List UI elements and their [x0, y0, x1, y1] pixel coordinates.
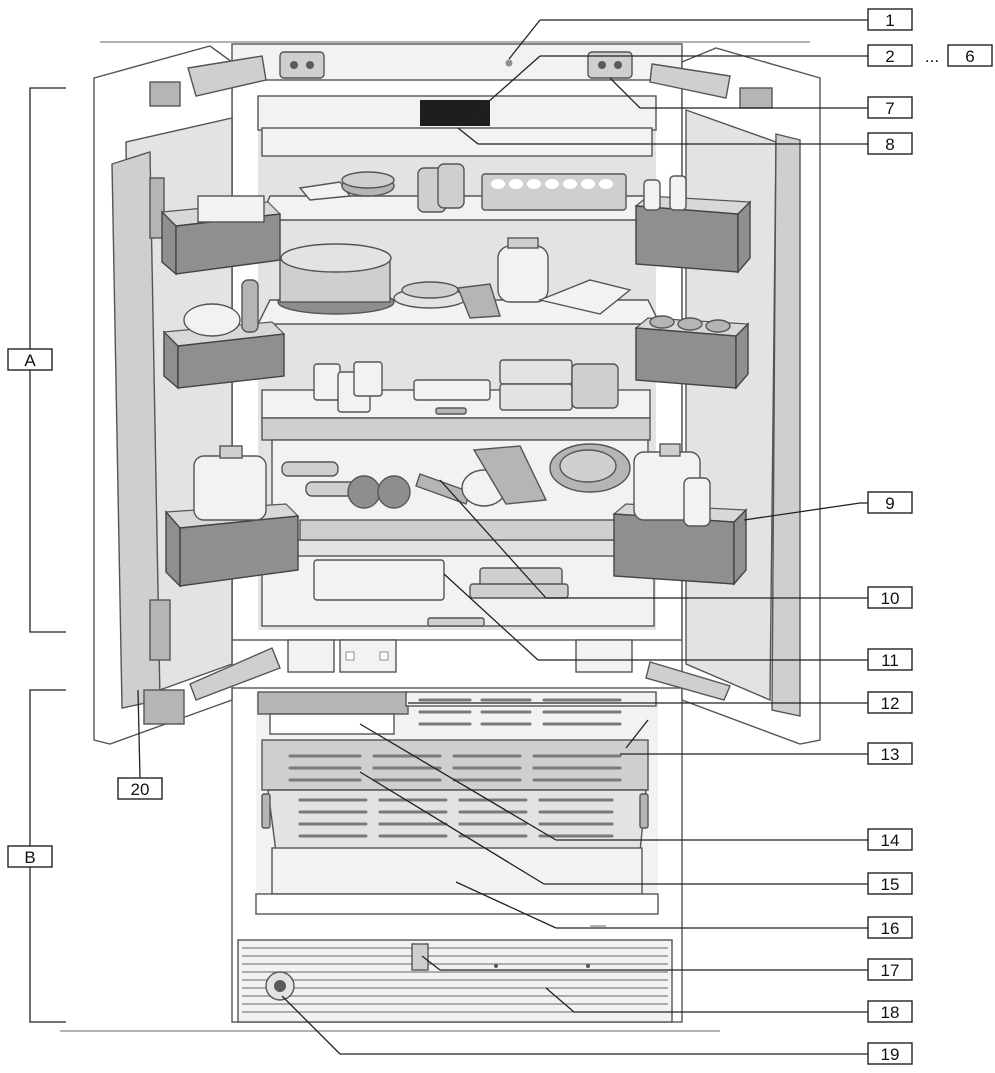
callout-label: 11 — [881, 651, 899, 670]
callout-label: 16 — [881, 919, 900, 938]
section-label-a: A — [7, 348, 53, 371]
callout-1: 1 — [867, 8, 913, 31]
callout-13: 13 — [867, 742, 913, 765]
callout-label: 8 — [885, 135, 894, 154]
callout-17: 17 — [867, 958, 913, 981]
callout-20: 20 — [117, 777, 163, 800]
left-door — [93, 45, 300, 745]
callout-label: 14 — [881, 831, 900, 850]
callout-label: 18 — [881, 1003, 900, 1022]
upper-basket — [261, 739, 649, 791]
callout-label: 12 — [881, 694, 900, 713]
callout-label: 9 — [885, 494, 894, 513]
callout-label: 10 — [881, 589, 900, 608]
right-door — [612, 47, 821, 745]
callout-14: 14 — [867, 828, 913, 851]
freezer-drawer-front — [271, 847, 643, 895]
section-label-b: B — [7, 845, 53, 868]
callout-8: 8 — [867, 132, 913, 155]
callout-ellipsis: ... — [925, 47, 939, 66]
ice-tray — [257, 691, 409, 715]
callout-label: 2 — [885, 47, 894, 66]
callout-12: 12 — [867, 691, 913, 714]
callout-7: 7 — [867, 96, 913, 119]
callout-label: 13 — [881, 745, 900, 764]
freezer-interior — [255, 691, 659, 927]
base-grille — [237, 939, 673, 1023]
fridge-interior — [256, 95, 662, 673]
callout-15: 15 — [867, 872, 913, 895]
egg-tray — [491, 179, 613, 189]
callout-10: 10 — [867, 586, 913, 609]
callout-label: 15 — [881, 875, 900, 894]
callout-9: 9 — [867, 491, 913, 514]
section-label: A — [24, 351, 36, 370]
callout-label: 7 — [885, 99, 894, 118]
callout-6: 6 — [947, 44, 993, 67]
leader-lines — [137, 19, 868, 1055]
callout-label: 19 — [881, 1045, 900, 1064]
callout-label: 6 — [965, 47, 974, 66]
callout-11: 11 — [867, 648, 913, 671]
section-label: B — [24, 848, 35, 867]
ellipsis-text: ... — [925, 47, 939, 66]
callout-16: 16 — [867, 916, 913, 939]
callout-2: 2 — [867, 44, 913, 67]
callout-label: 20 — [131, 780, 150, 799]
light-strip — [261, 127, 653, 157]
callout-19: 19 — [867, 1042, 913, 1065]
callout-label: 1 — [885, 11, 894, 30]
sensor-dot — [505, 59, 513, 67]
callout-label: 17 — [881, 961, 900, 980]
callout-18: 18 — [867, 1000, 913, 1023]
control-panel — [420, 100, 490, 126]
